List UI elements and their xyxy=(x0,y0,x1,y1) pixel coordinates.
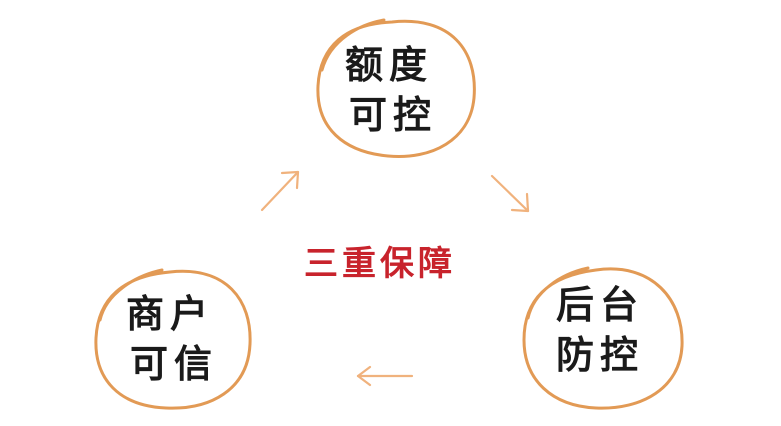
arrow-quota-to-backend-head xyxy=(510,192,530,213)
node-quota-line-1: 额度 xyxy=(345,42,433,87)
arrow-quota-to-backend-shaft xyxy=(490,174,530,213)
arrow-merchant-to-quota xyxy=(260,170,300,212)
node-merchant-ring xyxy=(94,268,252,410)
node-quota-ring xyxy=(316,18,476,158)
node-backend-line-1: 后台 xyxy=(556,282,644,327)
node-merchant-line-1: 商户 xyxy=(126,291,214,336)
node-quota-line-2: 可控 xyxy=(349,92,437,137)
node-backend-ring xyxy=(522,266,684,410)
arrow-merchant-to-quota-head xyxy=(280,170,300,190)
node-backend: 后台 防控 xyxy=(522,266,684,410)
node-merchant: 商户 可信 xyxy=(94,268,252,410)
node-merchant-line-2: 可信 xyxy=(130,341,218,386)
arrow-backend-to-merchant xyxy=(356,365,414,387)
center-label: 三重保障 xyxy=(304,244,456,284)
arrow-merchant-to-quota-shaft xyxy=(260,170,300,212)
arrow-quota-to-backend xyxy=(490,174,530,213)
node-backend-line-2: 防控 xyxy=(556,332,644,377)
arrow-backend-to-merchant-head xyxy=(356,365,372,387)
node-quota: 额度 可控 xyxy=(316,18,476,158)
